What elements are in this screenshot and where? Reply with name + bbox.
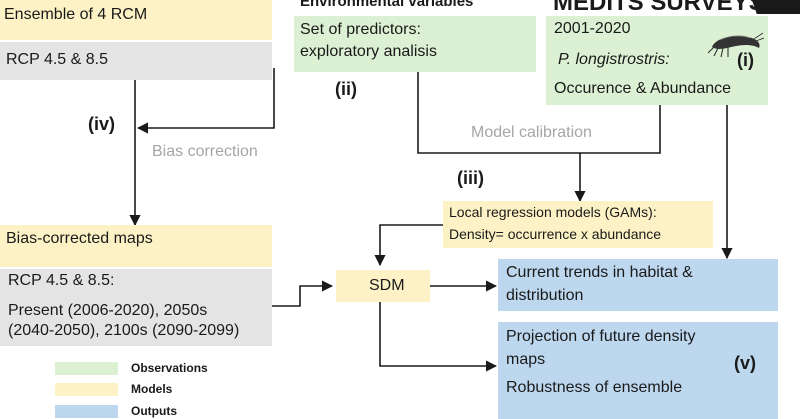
env-line1: Set of predictors: — [300, 21, 421, 38]
bias-rcp: RCP 4.5 & 8.5: — [8, 272, 115, 289]
rcm-rcp-box: RCP 4.5 & 8.5 — [0, 42, 272, 80]
bias-correction-label: Bias correction — [152, 143, 258, 160]
legend-models-label: Models — [131, 382, 173, 396]
legend-outputs-swatch — [55, 405, 118, 418]
bias-maps-box: Bias-corrected maps — [0, 225, 272, 267]
rcm-box: Ensemble of 4 RCM — [0, 0, 272, 40]
tag-i: (i) — [737, 50, 754, 70]
gam-box: Local regression models (GAMs): Density=… — [443, 201, 713, 248]
arrow-env-to-bias — [136, 68, 275, 134]
rcm-title: Ensemble of 4 RCM — [4, 6, 148, 23]
env-line2: exploratory analisis — [300, 43, 437, 60]
projection-line1: Projection of future density — [506, 328, 696, 345]
sdm-box: SDM — [336, 270, 430, 302]
env-header: Environmental variables — [300, 0, 474, 10]
tag-iii: (iii) — [457, 168, 484, 188]
line-env-calibration — [417, 72, 580, 154]
sdm-label: SDM — [369, 277, 405, 294]
medits-box: 2001-2020 P. longistrostris: Occurence &… — [546, 16, 768, 105]
medits-occ: Occurence & Abundance — [554, 80, 732, 97]
legend-outputs-label: Outputs — [131, 404, 177, 418]
current-line2: distribution — [506, 287, 584, 304]
bias-line2: (2040-2050), 2100s (2090-2099) — [8, 322, 240, 339]
projection-line3: Robustness of ensemble — [506, 379, 683, 396]
projection-box: Projection of future density maps Robust… — [498, 322, 778, 419]
bias-line1: Present (2006-2020), 2050s — [8, 302, 208, 319]
tag-v: (v) — [734, 353, 756, 373]
shrimp-icon — [707, 32, 764, 58]
model-calibration-label: Model calibration — [471, 124, 592, 141]
tag-ii: (ii) — [335, 79, 357, 99]
arrow-gam-to-sdm — [374, 224, 443, 267]
gam-line1: Local regression models (GAMs): — [449, 204, 657, 220]
current-line1: Current trends in habitat & — [506, 264, 693, 281]
rcm-rcp: RCP 4.5 & 8.5 — [6, 51, 108, 68]
medits-header: MEDITS SURVEYS — [553, 0, 765, 16]
line-medits-calibration — [580, 105, 661, 154]
arrow-sdm-to-projection — [379, 300, 498, 372]
bias-maps-title: Bias-corrected maps — [6, 230, 153, 247]
bias-scenarios-box: RCP 4.5 & 8.5: Present (2006-2020), 2050… — [0, 269, 272, 346]
legend-models-swatch — [55, 383, 118, 396]
legend-observations-swatch — [55, 362, 118, 375]
medits-species: P. longistrostris: — [558, 51, 670, 68]
current-trends-box: Current trends in habitat & distribution — [498, 259, 778, 311]
gam-line2: Density= occurrence x abundance — [449, 226, 662, 242]
tag-iv: (iv) — [88, 114, 115, 134]
projection-line2: maps — [506, 351, 546, 368]
fishing-vessel-icon — [752, 0, 800, 14]
medits-years: 2001-2020 — [554, 20, 631, 37]
env-box: Set of predictors: exploratory analisis — [294, 16, 536, 72]
arrow-maps-to-sdm — [270, 280, 334, 307]
legend-observations-label: Observations — [131, 361, 208, 375]
